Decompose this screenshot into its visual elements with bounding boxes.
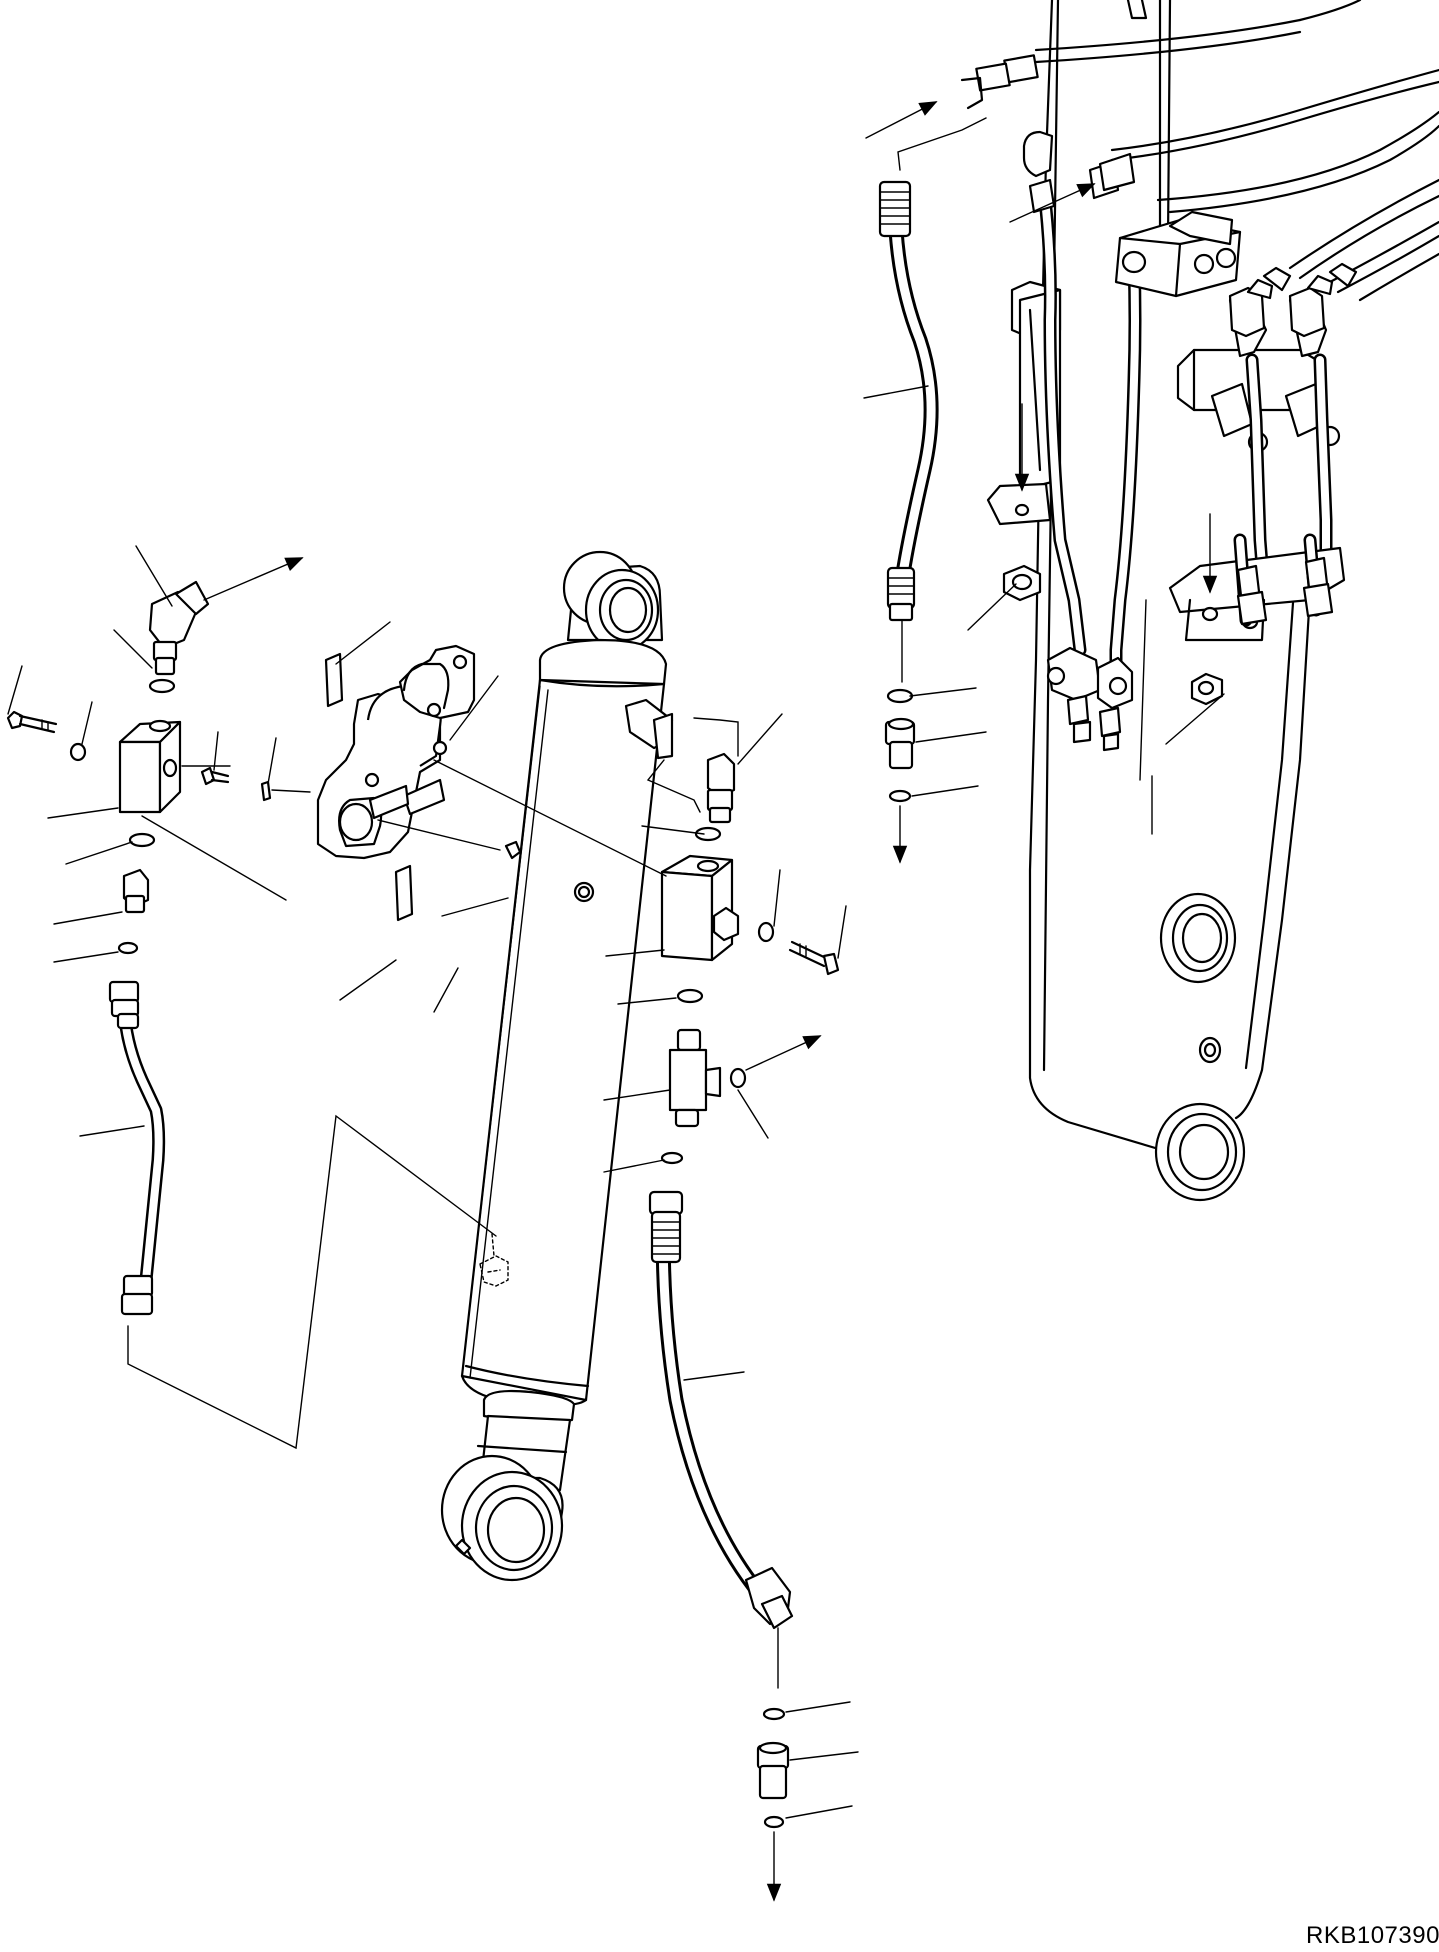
hydraulic-cylinder: [440, 550, 674, 1582]
o-ring-r1: [886, 688, 914, 704]
check-valve-fitting: [668, 1028, 722, 1128]
connection-lines: [127, 717, 739, 1450]
boom-valve-block: [1114, 210, 1242, 298]
adapter-l1: [122, 868, 150, 914]
left-tube-hose: [108, 980, 166, 1316]
shim-plate-bottom: [394, 864, 414, 922]
boom-arm: [960, 0, 1439, 1202]
o-ring-c6: [763, 1815, 785, 1829]
lower-hose: [648, 1190, 794, 1630]
o-ring-c1: [694, 826, 722, 842]
o-ring-l3: [117, 941, 139, 955]
shim-plate-top: [324, 652, 344, 708]
washer-c1: [757, 921, 775, 943]
o-ring-l1: [148, 678, 176, 694]
boom-grease-nipple: [1198, 1036, 1222, 1064]
mounting-bracket: [316, 644, 476, 922]
o-ring-l2: [128, 832, 156, 848]
o-ring-c4: [660, 1151, 684, 1165]
upper-hose: [878, 180, 939, 622]
left-long-bolt: [6, 710, 58, 734]
drawing-code-label: RKB107390: [1306, 1922, 1439, 1949]
washer-l1: [69, 742, 87, 762]
boom-lower-fittings: [1046, 646, 1134, 752]
boom-pin-boss: [1159, 892, 1237, 984]
boom-top-fitting: [960, 54, 1039, 110]
o-ring-c3: [729, 1067, 747, 1089]
adapter-r1: [884, 717, 916, 770]
left-valve-block: [118, 719, 182, 814]
leader-lines: [7, 101, 1218, 1819]
boom-elbow-fitting: [1022, 130, 1136, 214]
center-top-fitting: [706, 752, 736, 824]
boom-nut: [1002, 564, 1224, 706]
small-bolt-l: [200, 766, 230, 786]
boom-foot-boss: [1154, 1102, 1246, 1202]
left-elbow-fitting: [148, 580, 210, 676]
o-ring-r2: [888, 789, 912, 803]
center-bolt: [788, 940, 840, 976]
o-ring-c5: [762, 1707, 786, 1721]
adapter-c2: [756, 1741, 790, 1800]
washer-l2: [260, 780, 272, 802]
o-ring-c2: [676, 988, 704, 1004]
center-valve-block: [660, 854, 740, 962]
